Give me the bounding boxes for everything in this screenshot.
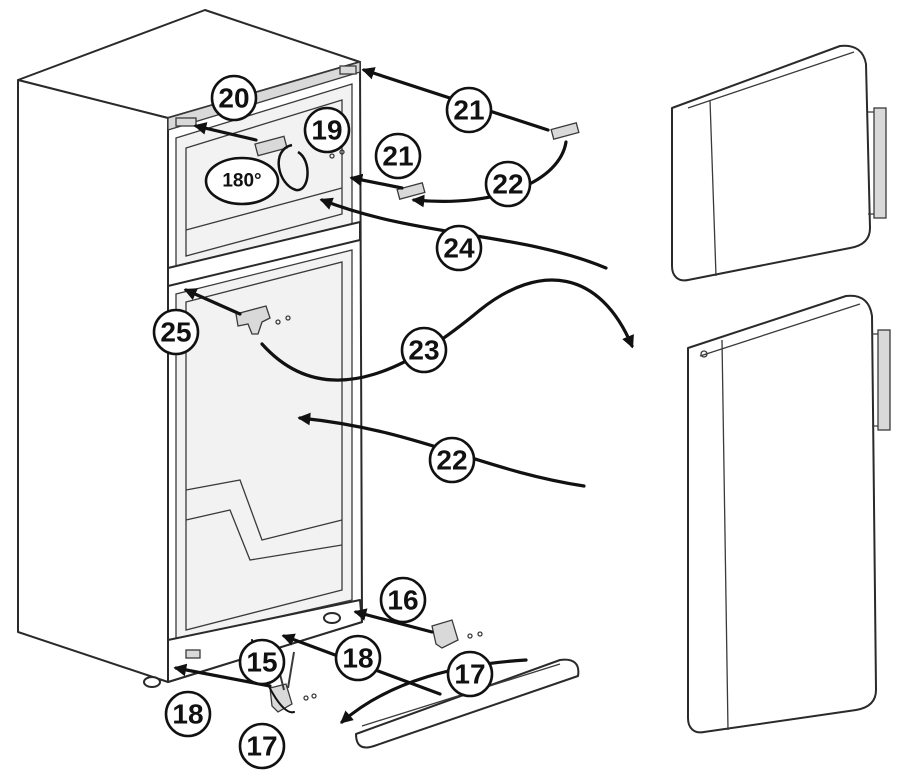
- callout-23: 23: [400, 326, 448, 374]
- svg-text:23: 23: [408, 335, 439, 366]
- arrow-16: [353, 608, 434, 634]
- svg-text:22: 22: [492, 169, 523, 200]
- svg-text:18: 18: [172, 699, 203, 730]
- callout-15: 15: [238, 638, 286, 686]
- arrow-25: [183, 288, 242, 316]
- callout-25: 25: [152, 308, 200, 356]
- fridge-door: [687, 294, 891, 734]
- arrow-21-middle: [349, 173, 404, 190]
- rotation-label: 180°: [222, 171, 261, 192]
- freezer-door: [671, 44, 887, 282]
- callout-16: 16: [379, 576, 427, 624]
- rotation-callout: 180°: [204, 156, 280, 206]
- svg-text:21: 21: [382, 141, 413, 172]
- svg-text:21: 21: [453, 95, 484, 126]
- callout-24: 24: [435, 224, 483, 272]
- callout-19: 19: [303, 106, 351, 154]
- callout-20: 20: [210, 74, 258, 122]
- callout-18-left: 18: [164, 690, 212, 738]
- svg-text:18: 18: [342, 643, 373, 674]
- callout-17-mid: 17: [446, 650, 494, 698]
- svg-text:20: 20: [218, 83, 249, 114]
- svg-text:17: 17: [454, 659, 485, 690]
- callout-18-mid: 18: [334, 634, 382, 682]
- svg-text:19: 19: [311, 115, 342, 146]
- svg-text:15: 15: [246, 647, 277, 678]
- svg-text:16: 16: [387, 585, 418, 616]
- refrigerator-cabinet: [17, 9, 363, 688]
- svg-text:24: 24: [443, 233, 475, 264]
- callout-21-top: 21: [445, 86, 493, 134]
- arrow-17: [340, 658, 528, 724]
- svg-text:17: 17: [246, 731, 277, 762]
- svg-text:25: 25: [160, 317, 191, 348]
- arrow-23: [260, 278, 634, 382]
- callout-17-bottom: 17: [238, 722, 286, 770]
- hinge-parts: [185, 122, 580, 713]
- callout-22-top: 22: [484, 160, 532, 208]
- callout-21-middle: 21: [374, 132, 422, 180]
- callout-22-bottom: 22: [428, 436, 476, 484]
- arrow-20: [193, 122, 258, 142]
- svg-text:22: 22: [436, 445, 467, 476]
